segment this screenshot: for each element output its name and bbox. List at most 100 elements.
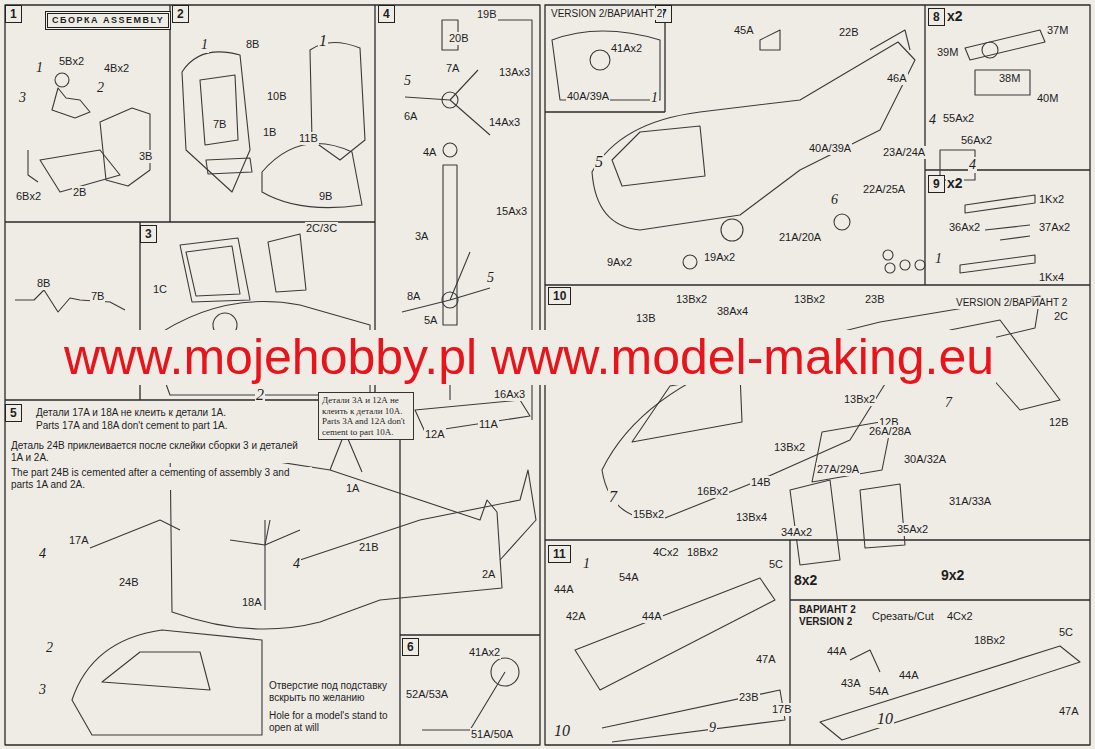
callout-number: 10	[553, 722, 571, 740]
callout-number: 5	[486, 270, 495, 286]
part-label: 8B	[245, 38, 260, 51]
part-label: 43A	[840, 677, 862, 690]
line-art	[834, 214, 850, 230]
line-art	[900, 260, 910, 270]
step-label: 6	[407, 640, 414, 654]
part-label: 7B	[212, 118, 227, 131]
part-label: 8x2	[793, 572, 818, 588]
step-number: 10	[548, 287, 571, 305]
step-number: 5	[5, 404, 22, 422]
part-label: 5C	[768, 558, 784, 571]
line-art	[590, 50, 610, 70]
line-art	[790, 480, 840, 565]
callout-number: 4	[928, 112, 937, 128]
part-label: 5Bx2	[58, 55, 85, 68]
callout-number: 7	[944, 395, 953, 411]
part-label: 2A	[481, 568, 496, 581]
line-art	[402, 252, 490, 312]
callout-number: 1	[200, 37, 209, 53]
part-label: 21A/20A	[778, 231, 822, 244]
step-label: 10	[553, 289, 566, 303]
part-label: 13Bx2	[675, 293, 708, 306]
line-art	[262, 144, 362, 208]
part-label: 40M	[1036, 92, 1059, 105]
line-art	[965, 30, 1045, 60]
line-art	[860, 484, 905, 548]
callout-number: 10	[876, 710, 894, 728]
part-label: 14B	[750, 476, 772, 489]
part-label: 13Bx2	[793, 293, 826, 306]
line-art	[180, 238, 250, 302]
part-label: 31A/33A	[948, 495, 992, 508]
part-label: 7B	[90, 290, 105, 303]
step-number: 11	[548, 545, 571, 563]
step-label: 2	[177, 7, 184, 21]
part-label: 23B	[738, 691, 760, 704]
pylons	[883, 195, 1035, 273]
line-art	[683, 255, 697, 269]
line-art	[915, 260, 925, 270]
assembly-heading: СБОРКА ASSEMBLY	[45, 11, 171, 30]
line-art	[72, 630, 262, 735]
part-label: 4Cx2	[946, 610, 974, 623]
part-label: 18A	[241, 596, 263, 609]
part-label: 9Ax2	[606, 256, 633, 269]
part-label: 40A/39A	[808, 142, 852, 155]
step-label: 9	[933, 177, 940, 191]
note-text: Деталь 24B приклеивается после склейки с…	[10, 440, 312, 463]
callout-number: 9	[708, 720, 717, 736]
line-art	[545, 284, 1090, 285]
part-label: 19Ax2	[703, 251, 736, 264]
part-label: 6A	[403, 110, 418, 123]
line-art	[975, 70, 1030, 95]
panel-frames	[5, 5, 1090, 745]
step-number: 9	[928, 175, 945, 193]
line-art	[28, 150, 38, 182]
part-label: 47A	[1058, 705, 1080, 718]
part-label: 13Ax3	[498, 66, 531, 79]
note-box: Детали 3А и 12А не клеить к детали 10А.P…	[318, 392, 414, 440]
part-label: 10B	[266, 90, 288, 103]
part-label: 8B	[36, 277, 51, 290]
line-art	[422, 672, 505, 730]
line-art	[399, 400, 400, 745]
part-label: 13Bx2	[773, 441, 806, 454]
part-label: 42A	[565, 610, 587, 623]
part-label: VERSION 2/ВАРИАНТ 2	[550, 8, 663, 20]
line-art	[400, 634, 540, 635]
note-text: Parts 17A and 18A don't cement to part 1…	[35, 420, 272, 432]
part-label: 3A	[414, 230, 429, 243]
part-label: 5A	[423, 314, 438, 327]
part-label: 12B	[1048, 416, 1070, 429]
part-label: 18Bx2	[973, 634, 1006, 647]
part-label: 23B	[864, 293, 886, 306]
part-label: 6Bx2	[15, 190, 42, 203]
part-label: 17A	[68, 534, 90, 547]
line-art	[300, 470, 536, 560]
callout-number: 3	[18, 90, 27, 106]
callout-number: 1	[35, 60, 44, 76]
line-art	[200, 75, 238, 145]
callout-number: 2	[255, 386, 265, 404]
part-label: 54A	[868, 685, 890, 698]
line-art	[602, 690, 785, 742]
part-label: 44A	[553, 583, 575, 596]
line-art	[405, 70, 490, 135]
line-art	[186, 246, 240, 296]
callout-number: 2	[45, 640, 54, 656]
part-label: 4Bx2	[103, 62, 130, 75]
line-art	[545, 539, 1090, 540]
callout-number: 6	[830, 192, 839, 208]
callout-number: 1	[582, 556, 591, 572]
part-label: 44A	[898, 669, 920, 682]
part-label: 52A/53A	[405, 688, 449, 701]
note-text: Parts 3A and 12A don't cement to part 10…	[322, 416, 410, 437]
part-label: 15Bx2	[632, 508, 665, 521]
part-label: 46A	[886, 72, 908, 85]
line-art	[182, 52, 250, 192]
line-art	[55, 73, 69, 87]
part-label: 1C	[152, 283, 168, 296]
line-art	[982, 42, 998, 58]
callout-number: 1	[650, 90, 659, 106]
step-number: 3	[140, 225, 157, 243]
